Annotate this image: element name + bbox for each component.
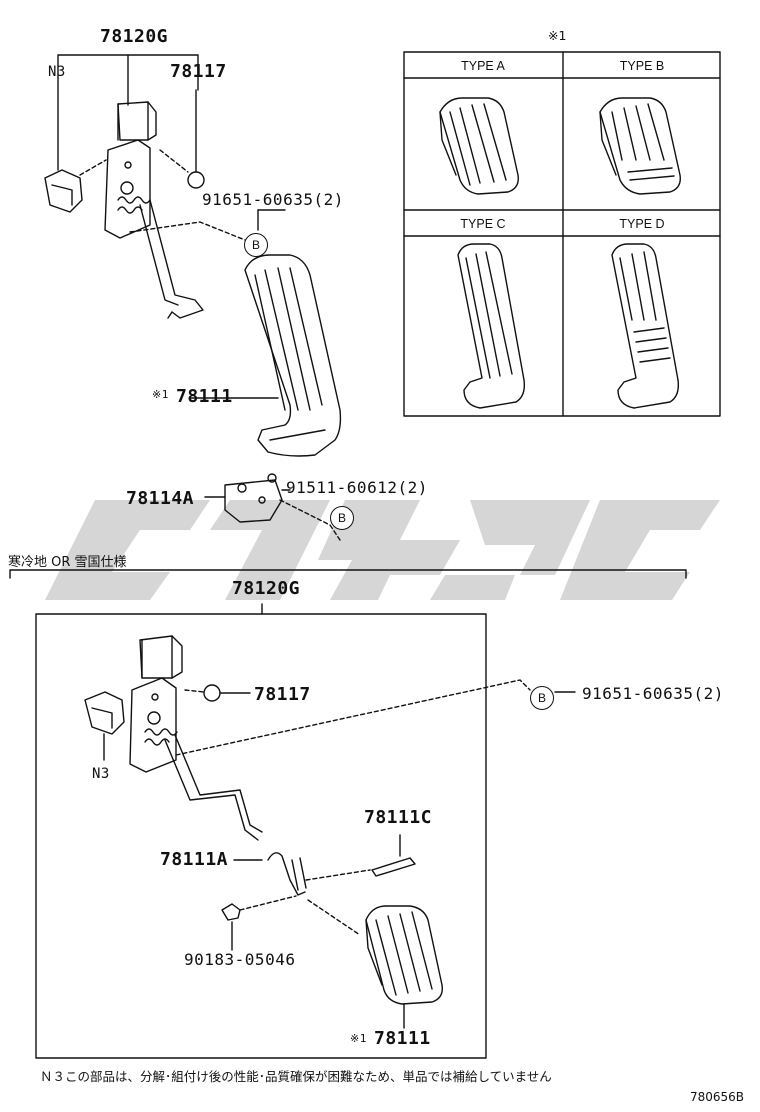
- label-assy-top: 78120G: [100, 26, 169, 47]
- type-d-label: TYPE D: [619, 217, 665, 231]
- label-spring-top: 78117: [170, 61, 227, 82]
- marker-pad-bottom: ※1: [350, 1032, 367, 1045]
- label-pad-bottom: 78111: [374, 1028, 431, 1049]
- label-assy-bottom: 78120G: [232, 578, 301, 599]
- circle-b-top: B: [244, 233, 268, 257]
- circle-b-bottom: B: [530, 686, 554, 710]
- type-table: [403, 51, 721, 417]
- label-spring-arm: 78111A: [160, 849, 229, 870]
- label-spring-bottom: 78117: [254, 684, 311, 705]
- section-title: 寒冷地 OR 雪国仕様: [8, 555, 127, 570]
- label-bolt-bracket: 91511-60612(2): [286, 478, 428, 497]
- bottom-assembly: [35, 603, 576, 1059]
- table-marker: ※1: [548, 28, 567, 43]
- type-a-label: TYPE A: [461, 59, 505, 73]
- type-b-label: TYPE B: [619, 59, 665, 73]
- label-pad-top: 78111: [176, 386, 233, 407]
- circle-b-bracket: B: [330, 506, 354, 530]
- label-bolt-bottom: 91651-60635(2): [582, 684, 724, 703]
- marker-pad-top: ※1: [152, 388, 169, 401]
- label-bolt-top: 91651-60635(2): [202, 190, 344, 209]
- label-pin: 78111C: [364, 807, 433, 828]
- footnote: Ｎ３この部品は、分解･組付け後の性能･品質確保が困難なため、単品では補給していま…: [40, 1069, 552, 1084]
- diagram-code: 780656B: [690, 1090, 745, 1104]
- label-n3-top: N3: [48, 64, 66, 80]
- label-bracket: 78114A: [126, 488, 195, 509]
- type-c-label: TYPE C: [460, 217, 506, 231]
- label-nut: 90183-05046: [184, 950, 296, 969]
- label-n3-bottom: N3: [92, 766, 110, 782]
- top-assembly: [44, 54, 342, 541]
